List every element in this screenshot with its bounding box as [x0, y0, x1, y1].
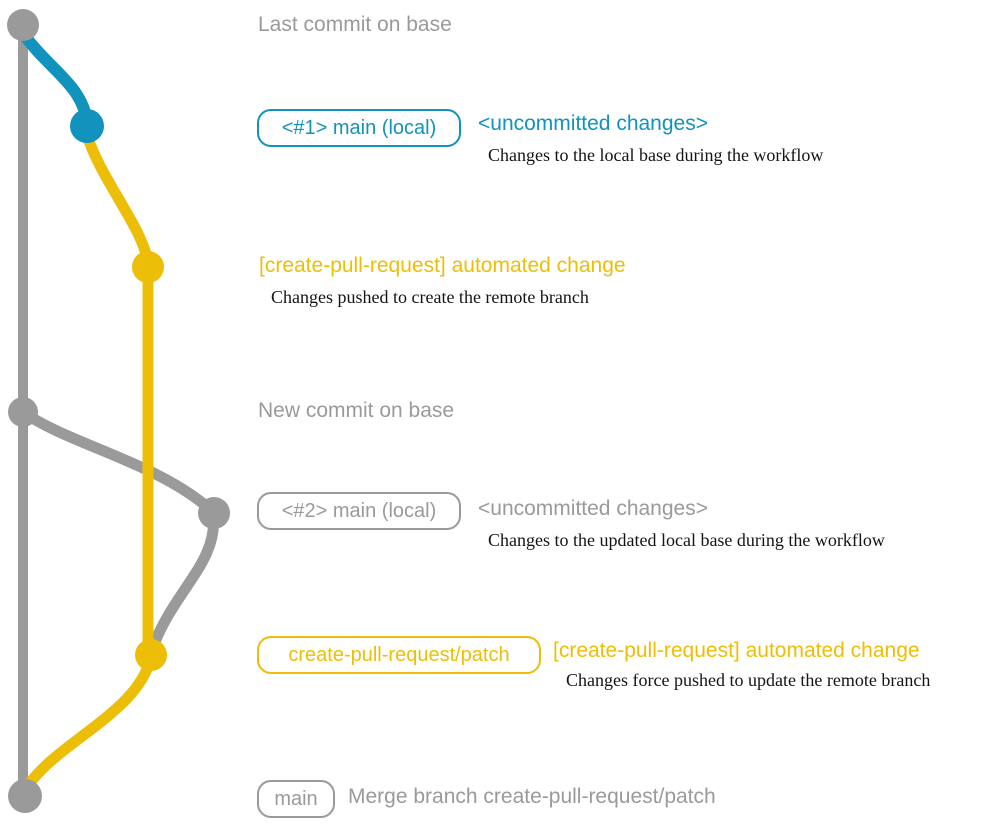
- commit-dot-main-local-1: [70, 109, 104, 143]
- automated-change-desc-1: Changes pushed to create the remote bran…: [271, 287, 589, 307]
- uncommitted-changes-title-2: <uncommitted changes>: [478, 497, 708, 520]
- last-commit-label: Last commit on base: [258, 13, 452, 36]
- uncommitted-changes-desc-1: Changes to the local base during the wor…: [488, 145, 824, 165]
- commit-dot-patch-1: [132, 251, 164, 283]
- branch-badge-main: main: [257, 780, 335, 818]
- commit-dot-patch-2: [135, 639, 167, 671]
- branch-badge-main-local-2: <#2> main (local): [257, 492, 461, 530]
- patch-branch-line: [82, 132, 154, 658]
- branch-badge-patch: create-pull-request/patch: [257, 636, 541, 674]
- uncommitted-changes-title-1: <uncommitted changes>: [478, 112, 708, 135]
- automated-change-desc-2: Changes force pushed to update the remot…: [566, 670, 931, 690]
- merge-curve: [19, 651, 157, 796]
- new-commit-label: New commit on base: [258, 399, 455, 422]
- local-main-branch-curve: [19, 30, 93, 128]
- automated-change-title-1: [create-pull-request] automated change: [259, 254, 626, 277]
- base-update-branch-curve: [17, 406, 219, 518]
- commit-dot-new-base: [8, 397, 38, 427]
- merge-commit-label: Merge branch create-pull-request/patch: [348, 785, 716, 808]
- commit-dot-main-local-2: [198, 497, 230, 529]
- uncommitted-changes-desc-2: Changes to the updated local base during…: [488, 530, 885, 550]
- branch-badge-main-local-1: <#1> main (local): [257, 109, 461, 147]
- automated-change-title-2: [create-pull-request] automated change: [553, 639, 920, 662]
- commit-dot-last-base: [7, 9, 39, 41]
- commit-dot-merge: [8, 779, 42, 813]
- rebase-curve: [146, 509, 219, 656]
